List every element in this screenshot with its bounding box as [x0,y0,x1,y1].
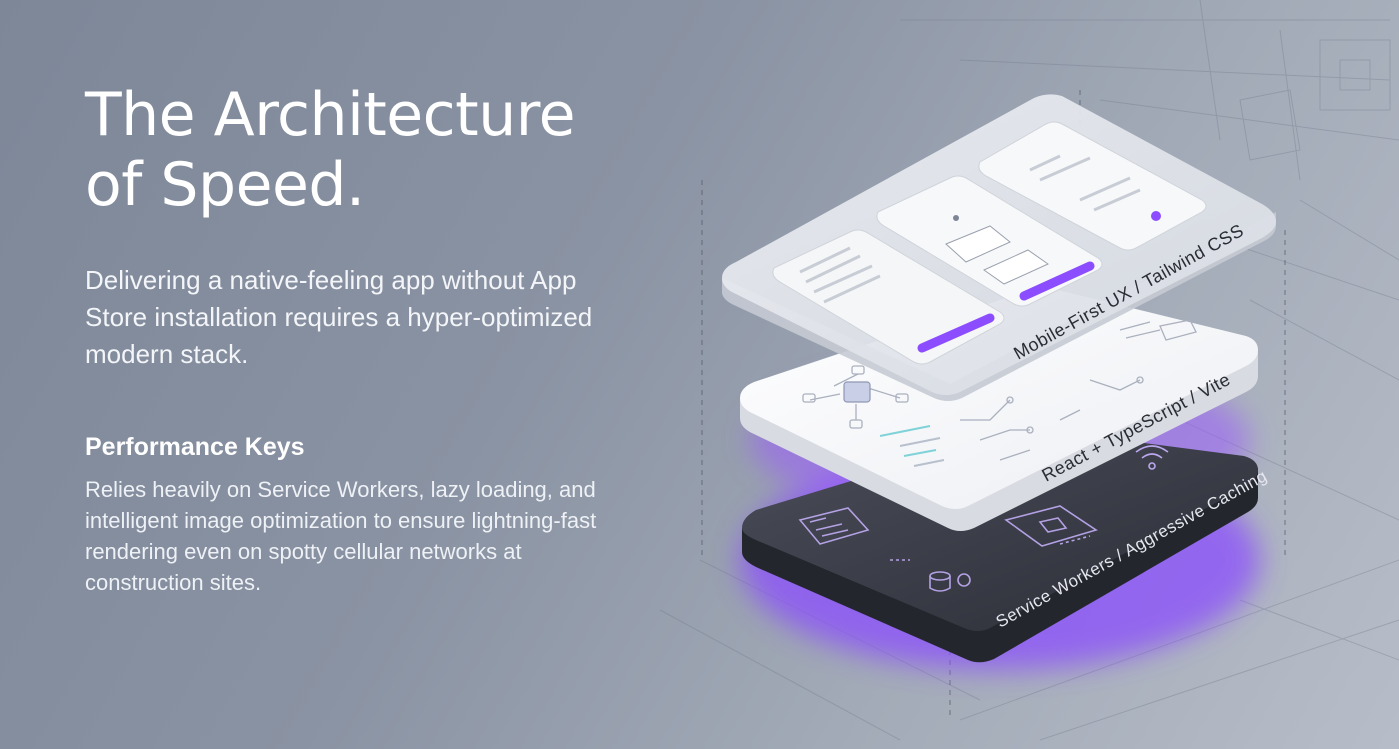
intro-panel: The Architecture of Speed. Delivering a … [85,80,645,598]
folder-icon [1004,505,1098,547]
lead-paragraph: Delivering a native-feeling app without … [85,265,593,369]
card-icon [798,507,870,545]
code-lines [879,425,945,467]
stack-illustration: Service Workers / Aggressive Caching Rea… [659,0,1399,741]
title-line-2: of Speed. [85,150,365,220]
performance-heading: Performance Keys [85,433,305,461]
chip-icon [843,381,871,403]
title-line-1: The Architecture [85,80,576,150]
page-title: The Architecture of Speed. [85,80,645,220]
circuit-diagram [802,319,1197,461]
phone-mockup-3 [978,121,1207,251]
database-icon [890,535,1091,592]
fab-icon [1151,211,1161,221]
layer-mobile-ux: Mobile-First UX / Tailwind CSS [722,94,1276,401]
signal-icon [1135,445,1169,470]
performance-body: Relies heavily on Service Workers, lazy … [85,477,597,595]
phone-mockup-2 [876,175,1103,307]
phone-mockup-1 [772,229,1005,365]
